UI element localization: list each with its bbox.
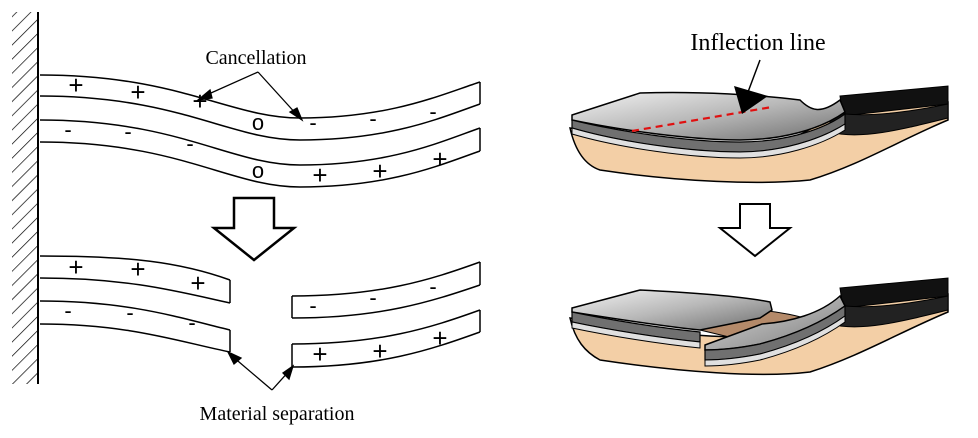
separation-arrows bbox=[226, 350, 295, 391]
charge-plus: + bbox=[372, 336, 387, 366]
charge-zero: o bbox=[252, 158, 264, 183]
cancellation-arrows bbox=[195, 71, 304, 122]
charge-minus: - bbox=[369, 285, 376, 310]
charge-plus: + bbox=[130, 254, 145, 284]
charge-plus: + bbox=[130, 77, 145, 107]
charge-plus: + bbox=[68, 70, 83, 100]
device-3d-illustration: Inflection line bbox=[569, 30, 949, 376]
charge-minus: - bbox=[64, 117, 71, 142]
charge-plus: + bbox=[190, 268, 205, 298]
charge-minus: - bbox=[188, 310, 195, 335]
charge-minus: - bbox=[369, 106, 376, 131]
charge-plus: + bbox=[192, 86, 207, 116]
charge-minus: - bbox=[126, 300, 133, 325]
charges-before: + + + o - - - - - - o + + + bbox=[64, 70, 447, 190]
transition-arrow-right bbox=[717, 203, 793, 258]
charge-plus: + bbox=[312, 160, 327, 190]
inflection-line-label: Inflection line bbox=[690, 30, 825, 56]
cancellation-label: Cancellation bbox=[205, 47, 306, 69]
charge-minus: - bbox=[64, 298, 71, 323]
charge-minus: - bbox=[124, 119, 131, 144]
charge-minus: - bbox=[429, 274, 436, 299]
charge-minus: - bbox=[309, 110, 316, 135]
charge-plus: + bbox=[372, 156, 387, 186]
charge-plus: + bbox=[68, 252, 83, 282]
charges-after: + + + - - - - - - + + + bbox=[64, 252, 447, 369]
beam-after bbox=[39, 255, 481, 368]
fixed-wall bbox=[12, 12, 39, 384]
inflection-arrow bbox=[734, 59, 768, 114]
device-before bbox=[569, 85, 949, 184]
charge-zero: o bbox=[252, 110, 264, 135]
charge-minus: - bbox=[429, 99, 436, 124]
device-after bbox=[569, 277, 949, 376]
transition-arrow-left bbox=[210, 196, 298, 262]
charge-minus: - bbox=[186, 131, 193, 156]
cantilever-schematic: + + + o - - - - - - o + + + Cancellation bbox=[12, 12, 481, 425]
film-left-piece bbox=[571, 289, 773, 331]
charge-plus: + bbox=[432, 144, 447, 174]
material-separation-label: Material separation bbox=[200, 403, 355, 425]
beam-before bbox=[39, 74, 481, 188]
charge-plus: + bbox=[432, 323, 447, 353]
charge-plus: + bbox=[312, 339, 327, 369]
charge-minus: - bbox=[309, 293, 316, 318]
